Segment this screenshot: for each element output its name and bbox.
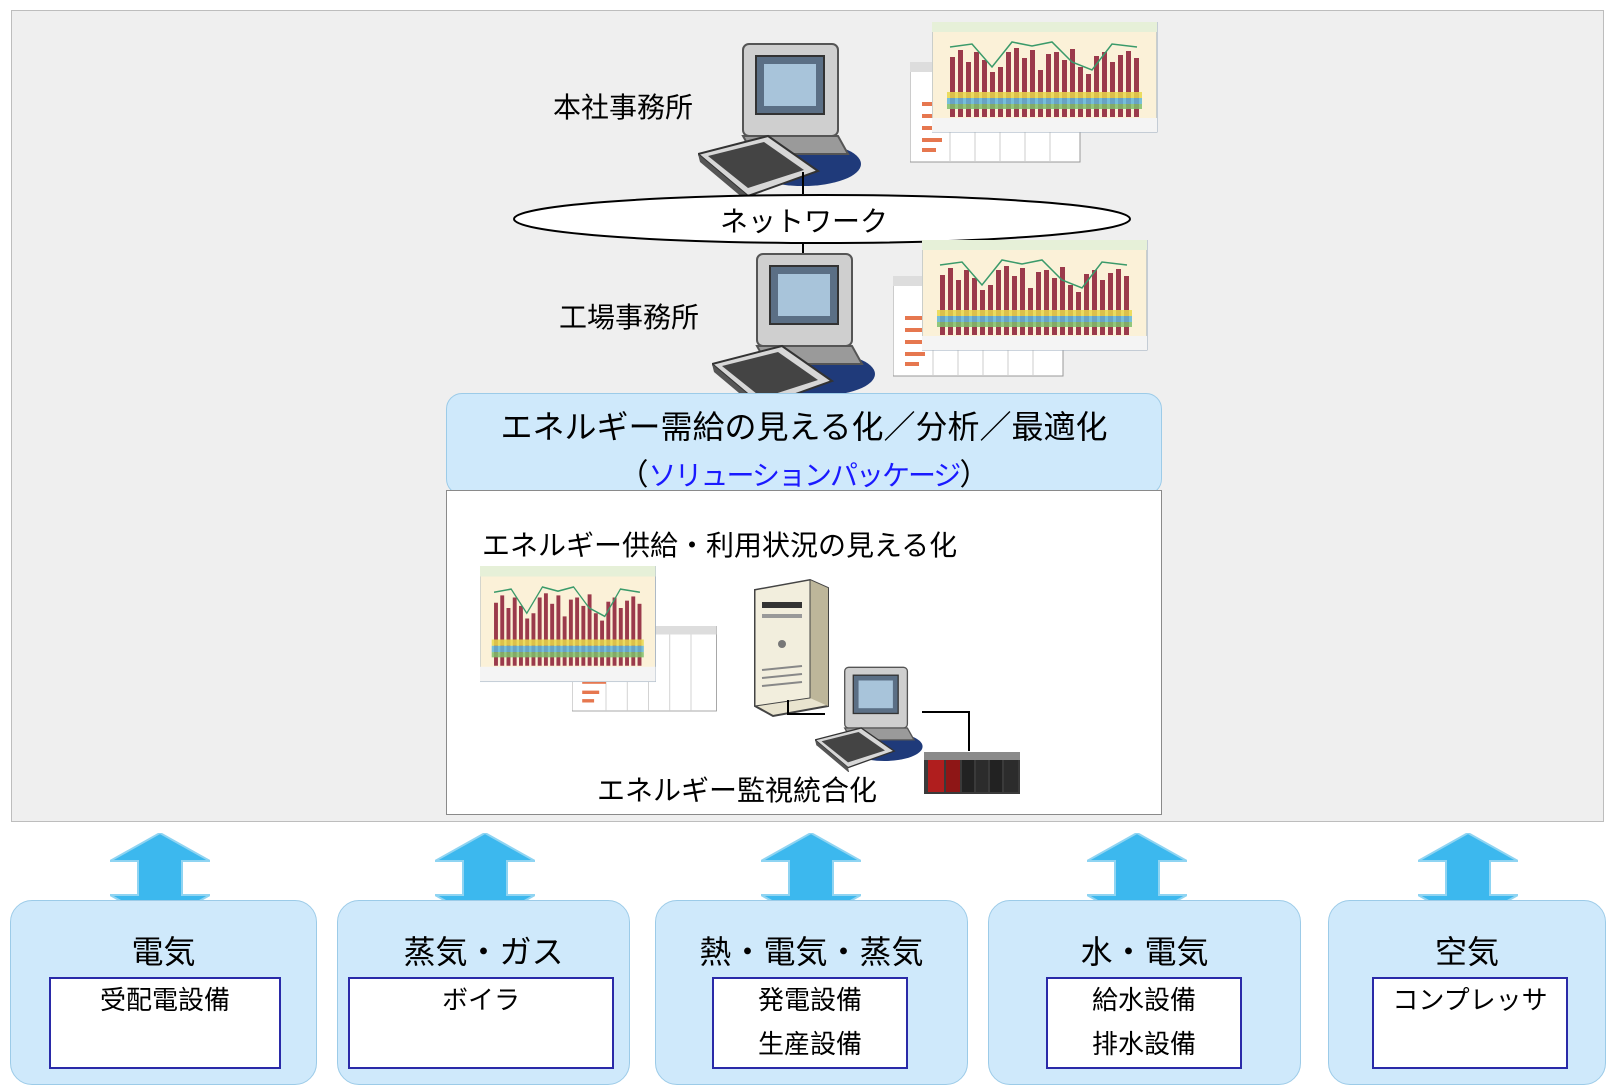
connector-line <box>968 711 970 751</box>
equipment-item: 生産設備 <box>757 1030 862 1060</box>
connector-line <box>802 172 804 194</box>
connector-line <box>787 700 789 714</box>
equipment-title: 水・電気 <box>1080 933 1209 971</box>
plc-rack-icon <box>924 752 1020 794</box>
integration-label: エネルギー監視統合化 <box>597 774 878 807</box>
equipment-item-box: コンプレッサ <box>1372 977 1568 1069</box>
solution-title: エネルギー需給の見える化／分析／最適化 <box>500 408 1108 446</box>
equipment-item: コンプレッサ <box>1392 986 1548 1016</box>
equipment-item: 給水設備 <box>1091 986 1196 1016</box>
solution-package-header: エネルギー需給の見える化／分析／最適化 （ソリューションパッケージ） <box>446 393 1162 495</box>
solution-package-name: ソリューションパッケージ <box>648 460 962 491</box>
visualization-chart-icon <box>480 566 657 683</box>
factory-office-label: 工場事務所 <box>559 301 700 334</box>
equipment-box-air: 空気 コンプレッサ <box>1328 900 1606 1085</box>
equipment-item: 排水設備 <box>1091 1030 1196 1060</box>
visualization-label: エネルギー供給・利用状況の見える化 <box>482 529 958 562</box>
head-office-pc-icon <box>698 43 862 205</box>
equipment-item-box: 発電設備 生産設備 <box>712 977 908 1069</box>
connector-line <box>922 711 970 713</box>
factory-office-pc-icon <box>712 253 876 415</box>
equipment-item-box: 受配電設備 <box>49 977 281 1069</box>
equipment-box-heat-electricity-steam: 熱・電気・蒸気 発電設備 生産設備 <box>655 900 968 1085</box>
equipment-box-electricity: 電気 受配電設備 <box>10 900 317 1085</box>
equipment-item-box: ボイラ <box>348 977 614 1069</box>
equipment-title: 電気 <box>131 933 196 971</box>
equipment-item: 受配電設備 <box>99 986 230 1016</box>
network-label: ネットワーク <box>720 205 889 238</box>
head-office-label: 本社事務所 <box>553 91 694 124</box>
head-office-chart-icon <box>932 22 1158 133</box>
equipment-item: 発電設備 <box>757 986 862 1016</box>
equipment-title: 蒸気・ガス <box>403 933 564 971</box>
equipment-item: ボイラ <box>441 986 520 1016</box>
server-icon <box>754 578 829 718</box>
equipment-box-water-electricity: 水・電気 給水設備 排水設備 <box>988 900 1301 1085</box>
equipment-item-box: 給水設備 排水設備 <box>1046 977 1242 1069</box>
monitoring-pc-icon <box>815 666 924 772</box>
equipment-box-steam-gas: 蒸気・ガス ボイラ <box>337 900 630 1085</box>
network-ellipse <box>513 194 1131 244</box>
factory-office-chart-icon <box>922 240 1148 351</box>
connector-line <box>787 713 825 715</box>
connector-line <box>802 244 804 260</box>
solution-subtitle: （ソリューションパッケージ） <box>618 458 990 493</box>
equipment-title: 空気 <box>1434 933 1499 971</box>
equipment-title: 熱・電気・蒸気 <box>699 933 924 971</box>
